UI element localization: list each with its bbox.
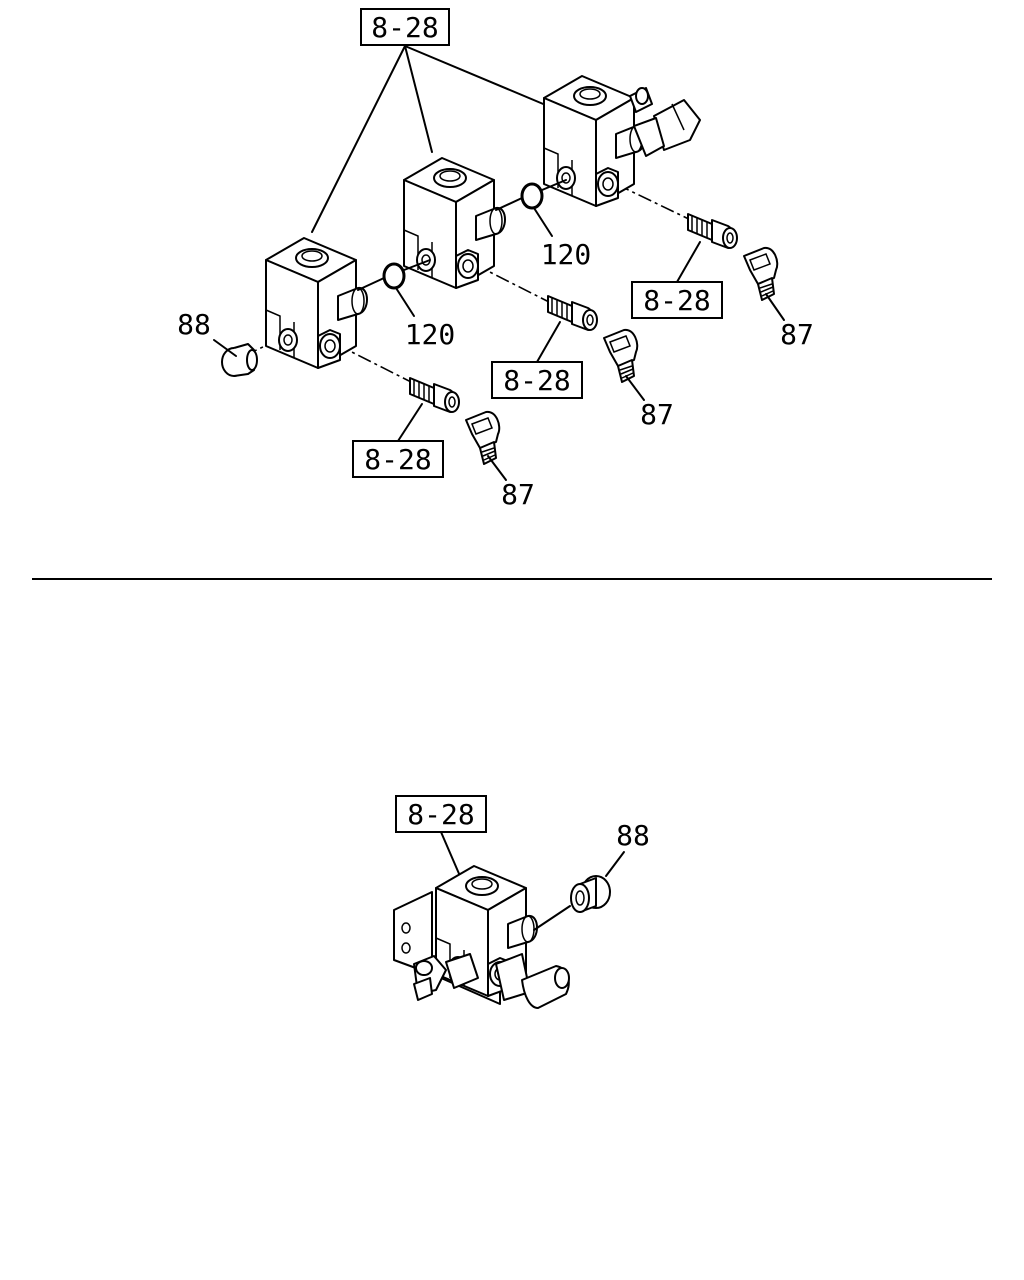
label-88-upper: 88 bbox=[177, 308, 211, 341]
elbow-87-2 bbox=[603, 328, 639, 383]
callout-120-2[interactable]: 120 bbox=[533, 207, 592, 271]
ref-box-main-lower[interactable]: 8-28 bbox=[395, 795, 487, 877]
ref-box-main-upper[interactable]: 8-28 bbox=[360, 8, 450, 46]
upper-assembly: 8-28 bbox=[177, 8, 814, 511]
valve-3-tube-fittings bbox=[629, 87, 701, 157]
leader-lines-main bbox=[311, 45, 549, 233]
ref-label-fitting-2: 8-28 bbox=[503, 364, 570, 397]
callout-fitting-ref-2[interactable]: 8-28 bbox=[491, 321, 583, 399]
o-ring-1 bbox=[382, 262, 406, 290]
ref-label-main-lower: 8-28 bbox=[407, 798, 474, 831]
callout-87-2[interactable]: 87 bbox=[625, 375, 674, 431]
callout-fitting-ref-1[interactable]: 8-28 bbox=[352, 403, 444, 478]
callout-120-1[interactable]: 120 bbox=[395, 287, 456, 351]
o-ring-2 bbox=[520, 182, 544, 210]
plug-88-lower bbox=[570, 875, 611, 913]
lower-assembly: 8-28 bbox=[393, 795, 650, 1009]
label-87-2: 87 bbox=[640, 398, 674, 431]
callout-88-lower[interactable]: 88 bbox=[605, 819, 650, 877]
valve-block-1 bbox=[265, 237, 368, 369]
callout-88-upper[interactable]: 88 bbox=[177, 308, 237, 357]
label-88-lower: 88 bbox=[616, 819, 650, 852]
callout-fitting-ref-3[interactable]: 8-28 bbox=[631, 241, 723, 319]
callout-87-1[interactable]: 87 bbox=[487, 455, 535, 511]
fitting-3 bbox=[687, 213, 738, 249]
lower-right-elbow bbox=[495, 953, 570, 1009]
ref-label-fitting-1: 8-28 bbox=[364, 443, 431, 476]
valve-block-2 bbox=[403, 157, 506, 289]
elbow-87-1 bbox=[465, 410, 501, 465]
label-120-2: 120 bbox=[541, 238, 592, 271]
callout-87-3[interactable]: 87 bbox=[765, 293, 814, 351]
label-120-1: 120 bbox=[405, 318, 456, 351]
label-87-3: 87 bbox=[780, 318, 814, 351]
elbow-87-3 bbox=[743, 246, 779, 301]
lower-left-fitting bbox=[413, 953, 479, 1001]
label-87-1: 87 bbox=[501, 478, 535, 511]
fitting-2 bbox=[547, 295, 598, 331]
ref-label-main-upper: 8-28 bbox=[371, 11, 438, 44]
ref-label-fitting-3: 8-28 bbox=[643, 284, 710, 317]
fitting-1 bbox=[409, 377, 460, 413]
